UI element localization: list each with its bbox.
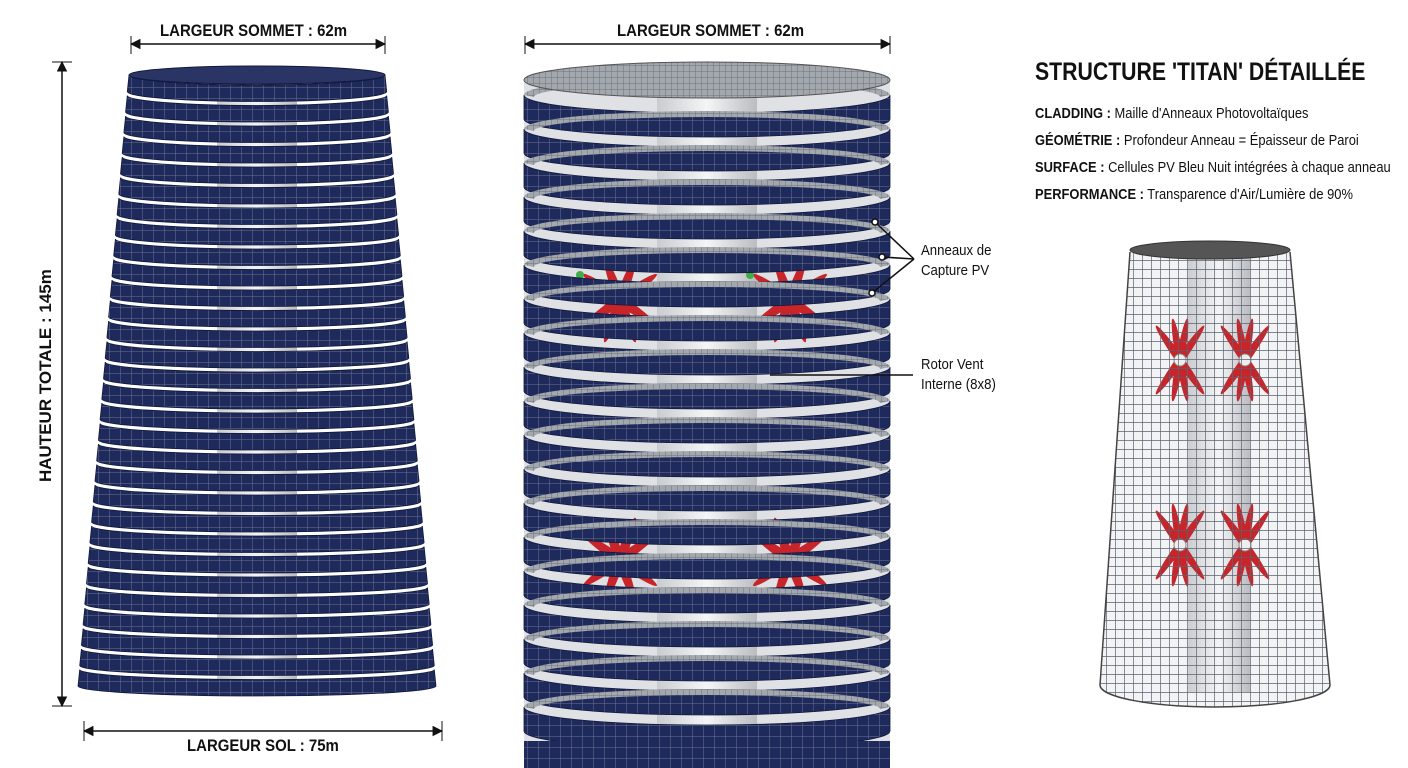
ring-grating bbox=[524, 417, 890, 437]
ring-grating bbox=[524, 519, 890, 539]
spec-key: PERFORMANCE : bbox=[1035, 186, 1144, 203]
blade-tip bbox=[746, 271, 754, 279]
pv-band bbox=[99, 402, 415, 430]
pv-band bbox=[104, 341, 410, 369]
ring-grating bbox=[524, 281, 890, 301]
ring-grating bbox=[524, 111, 890, 131]
cone-edges bbox=[1099, 251, 1331, 686]
pv-band bbox=[82, 607, 432, 635]
pv-band bbox=[91, 505, 423, 533]
pv-band bbox=[80, 628, 434, 656]
pv-band bbox=[92, 484, 422, 512]
ring-grating bbox=[524, 349, 890, 369]
spec-value: Transparence d'Air/Lumière de 90% bbox=[1147, 186, 1353, 203]
callout-leaders bbox=[770, 218, 915, 376]
spec-key: GÉOMÉTRIE : bbox=[1035, 132, 1121, 149]
tower-top bbox=[523, 61, 891, 99]
callout-line: Rotor Vent bbox=[921, 356, 984, 373]
blade-tip bbox=[576, 271, 584, 279]
pv-band bbox=[87, 546, 427, 574]
cylindrical-tower-cutaway bbox=[523, 61, 891, 768]
spec-key: CLADDING : bbox=[1035, 105, 1111, 122]
pv-band bbox=[103, 361, 411, 389]
ring-grating bbox=[524, 315, 890, 335]
pv-band bbox=[121, 136, 393, 164]
callout-line: Anneaux de bbox=[921, 242, 992, 259]
pv-band bbox=[108, 300, 406, 328]
cone-base bbox=[1099, 684, 1331, 708]
pv-band bbox=[97, 423, 417, 451]
pv-band bbox=[118, 177, 396, 205]
pv-band bbox=[109, 279, 405, 307]
ring-grating bbox=[524, 621, 890, 641]
pv-band bbox=[106, 320, 408, 348]
ring-grating bbox=[524, 553, 890, 573]
pv-ring-partial bbox=[524, 741, 890, 768]
pv-band bbox=[84, 587, 430, 615]
spec-value: Cellules PV Bleu Nuit intégrées à chaque… bbox=[1108, 159, 1391, 176]
tower-top bbox=[128, 65, 386, 85]
pv-band bbox=[116, 197, 398, 225]
pv-band bbox=[126, 74, 388, 102]
spec-surface: SURFACE : Cellules PV Bleu Nuit intégrée… bbox=[1035, 159, 1391, 176]
callout-line: Interne (8x8) bbox=[921, 376, 996, 393]
spec-cladding: CLADDING : Maille d'Anneaux Photovoltaïq… bbox=[1035, 105, 1308, 122]
spec-performance: PERFORMANCE : Transparence d'Air/Lumière… bbox=[1035, 186, 1353, 203]
mid-top-width-label: LARGEUR SOMMET : 62m bbox=[617, 21, 805, 40]
spec-geometry: GÉOMÉTRIE : Profondeur Anneau = Épaisseu… bbox=[1035, 132, 1359, 149]
spec-value: Profondeur Anneau = Épaisseur de Paroi bbox=[1123, 132, 1359, 149]
ring-grating bbox=[524, 213, 890, 233]
pv-band bbox=[120, 156, 394, 184]
ring-grating bbox=[524, 485, 890, 505]
pv-band bbox=[113, 238, 401, 266]
ring-grating bbox=[524, 587, 890, 607]
pv-band bbox=[94, 464, 420, 492]
pv-band bbox=[125, 95, 389, 123]
base-width-label: LARGEUR SOL : 75m bbox=[187, 736, 339, 755]
mesh-cone-tower bbox=[1099, 240, 1331, 708]
callout-wind-rotor: Rotor Vent Interne (8x8) bbox=[921, 355, 996, 395]
spec-key: SURFACE : bbox=[1035, 159, 1105, 176]
ring-grating bbox=[524, 655, 890, 675]
callout-pv-rings: Anneaux de Capture PV bbox=[921, 241, 991, 281]
pv-band bbox=[79, 648, 435, 676]
pv-band bbox=[86, 566, 428, 594]
pv-band bbox=[77, 669, 437, 697]
ring-grating bbox=[524, 689, 890, 709]
pv-band bbox=[89, 525, 425, 553]
pv-band bbox=[96, 443, 418, 471]
spec-title: STRUCTURE 'TITAN' DÉTAILLÉE bbox=[1035, 58, 1366, 86]
ring-grating bbox=[524, 179, 890, 199]
cone-body bbox=[1100, 252, 1330, 707]
pv-band bbox=[123, 115, 391, 143]
tapered-tower-exterior bbox=[77, 65, 437, 697]
ring-grating bbox=[524, 451, 890, 471]
pv-band bbox=[101, 382, 413, 410]
ring-grating bbox=[524, 145, 890, 165]
callout-line: Capture PV bbox=[921, 262, 990, 279]
cone-top bbox=[1129, 240, 1291, 260]
pv-band bbox=[111, 259, 403, 287]
spec-value: Maille d'Anneaux Photovoltaïques bbox=[1114, 105, 1309, 122]
left-top-width-label: LARGEUR SOMMET : 62m bbox=[160, 21, 348, 40]
pv-band bbox=[114, 218, 400, 246]
height-label: HAUTEUR TOTALE : 145m bbox=[36, 269, 55, 482]
mesh-grid bbox=[1100, 252, 1330, 707]
ring-grating bbox=[524, 247, 890, 267]
ring-grating bbox=[524, 383, 890, 403]
